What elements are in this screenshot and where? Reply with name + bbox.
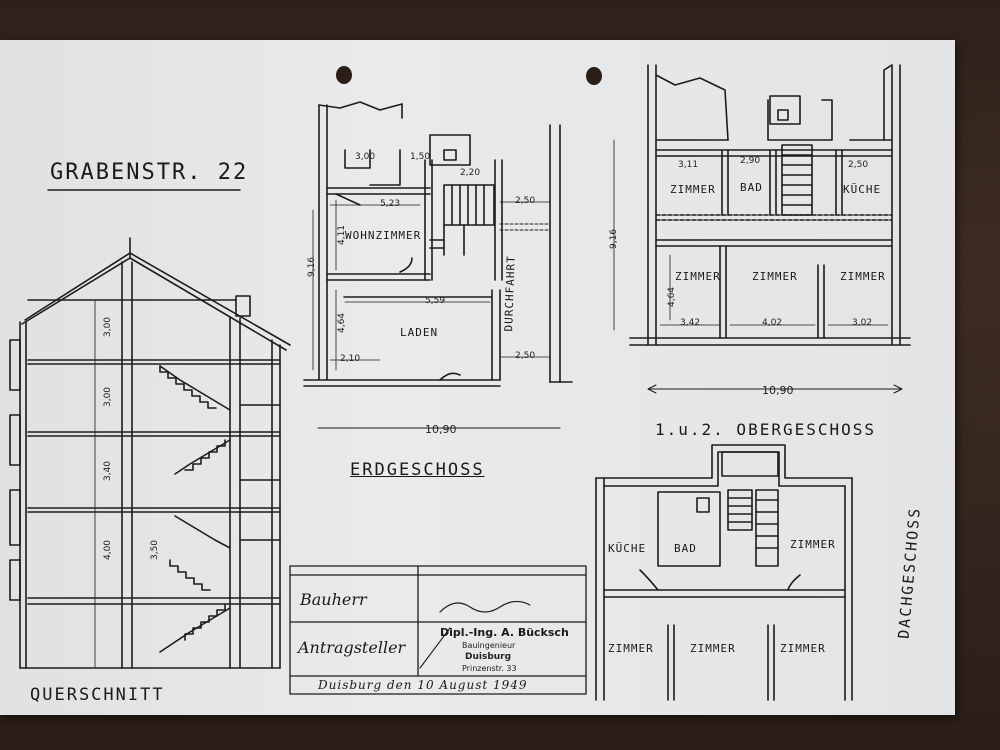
title-block-bauherr: Bauherr	[300, 590, 367, 609]
dim-eg-250b: 2,50	[515, 351, 536, 361]
dim-og-250: 2,50	[848, 160, 869, 170]
title-block-date: Duisburg den 10 August 1949	[318, 678, 528, 692]
dim-eg-464: 4,64	[337, 312, 348, 334]
label-durchfahrt: DURCHFAHRT	[502, 255, 518, 332]
room-dg-bad: BAD	[674, 542, 697, 555]
dim-eg-523: 5,23	[380, 199, 401, 209]
attic-floor-plan	[595, 444, 853, 701]
dim-eg-220: 2,20	[460, 168, 481, 178]
room-dg-zimmer-bl: ZIMMER	[608, 642, 654, 655]
dim-eg-210: 2,10	[340, 354, 361, 364]
dim-og-height: 9,16	[609, 228, 620, 250]
punch-hole-right	[586, 67, 602, 85]
label-querschnitt: QUERSCHNITT	[30, 685, 165, 705]
dim-og-311: 3,11	[678, 160, 699, 170]
dim-og-342: 3,42	[680, 318, 701, 328]
label-erdgeschoss: ERDGESCHOSS	[350, 460, 485, 480]
title-block	[289, 565, 587, 695]
dim-eg-250a: 2,50	[515, 196, 536, 206]
room-og-zimmer-tl: ZIMMER	[670, 183, 716, 196]
label-obergeschoss: 1.u.2. OBERGESCHOSS	[655, 420, 877, 439]
dim-qs-350: 3,50	[150, 539, 161, 561]
room-eg-wohnzimmer: WOHNZIMMER	[345, 229, 422, 242]
room-eg-laden: LADEN	[400, 326, 439, 339]
dim-eg-height: 9,16	[307, 256, 318, 278]
dim-og-402: 4,02	[762, 318, 783, 328]
room-dg-kueche: KÜCHE	[608, 542, 647, 555]
dim-og-width: 10,90	[762, 384, 794, 397]
room-dg-zimmer-bm: ZIMMER	[690, 642, 736, 655]
dim-eg-150: 1,50	[410, 152, 431, 162]
room-dg-zimmer-r: ZIMMER	[790, 538, 836, 551]
upper-floor-plan	[613, 64, 911, 394]
room-og-zimmer-br: ZIMMER	[840, 270, 886, 283]
dim-qs-300b: 3,00	[103, 386, 114, 408]
room-og-zimmer-bl: ZIMMER	[675, 270, 721, 283]
dim-eg-559: 5,59	[425, 296, 446, 306]
dim-eg-300: 3,00	[355, 152, 376, 162]
ground-floor-plan	[303, 101, 573, 429]
dim-eg-width: 10,90	[425, 423, 457, 436]
dim-qs-300a: 3,00	[103, 316, 114, 338]
stamp-city: Duisburg	[465, 652, 512, 662]
dim-qs-340: 3,40	[103, 460, 114, 482]
stamp-profession: Bauingenieur	[462, 641, 516, 650]
drawing-sheet	[0, 40, 955, 715]
room-og-zimmer-bm: ZIMMER	[752, 270, 798, 283]
stamp-street: Prinzenstr. 33	[462, 664, 517, 673]
dim-og-302: 3,02	[852, 318, 873, 328]
dim-qs-400: 4,00	[103, 539, 114, 561]
room-dg-zimmer-br: ZIMMER	[780, 642, 826, 655]
room-og-bad: BAD	[740, 181, 763, 194]
dim-og-464: 4,64	[667, 286, 678, 308]
punch-hole-left	[336, 66, 352, 84]
drawing-title: GRABENSTR. 22	[50, 160, 249, 185]
room-og-kueche: KÜCHE	[843, 183, 882, 196]
cross-section	[9, 237, 291, 669]
title-block-antragsteller: Antragsteller	[298, 638, 406, 657]
stamp-name: Dipl.-Ing. A. Bücksch	[440, 626, 569, 639]
dim-og-290: 2,90	[740, 156, 761, 166]
dim-eg-411: 4,11	[337, 224, 348, 246]
